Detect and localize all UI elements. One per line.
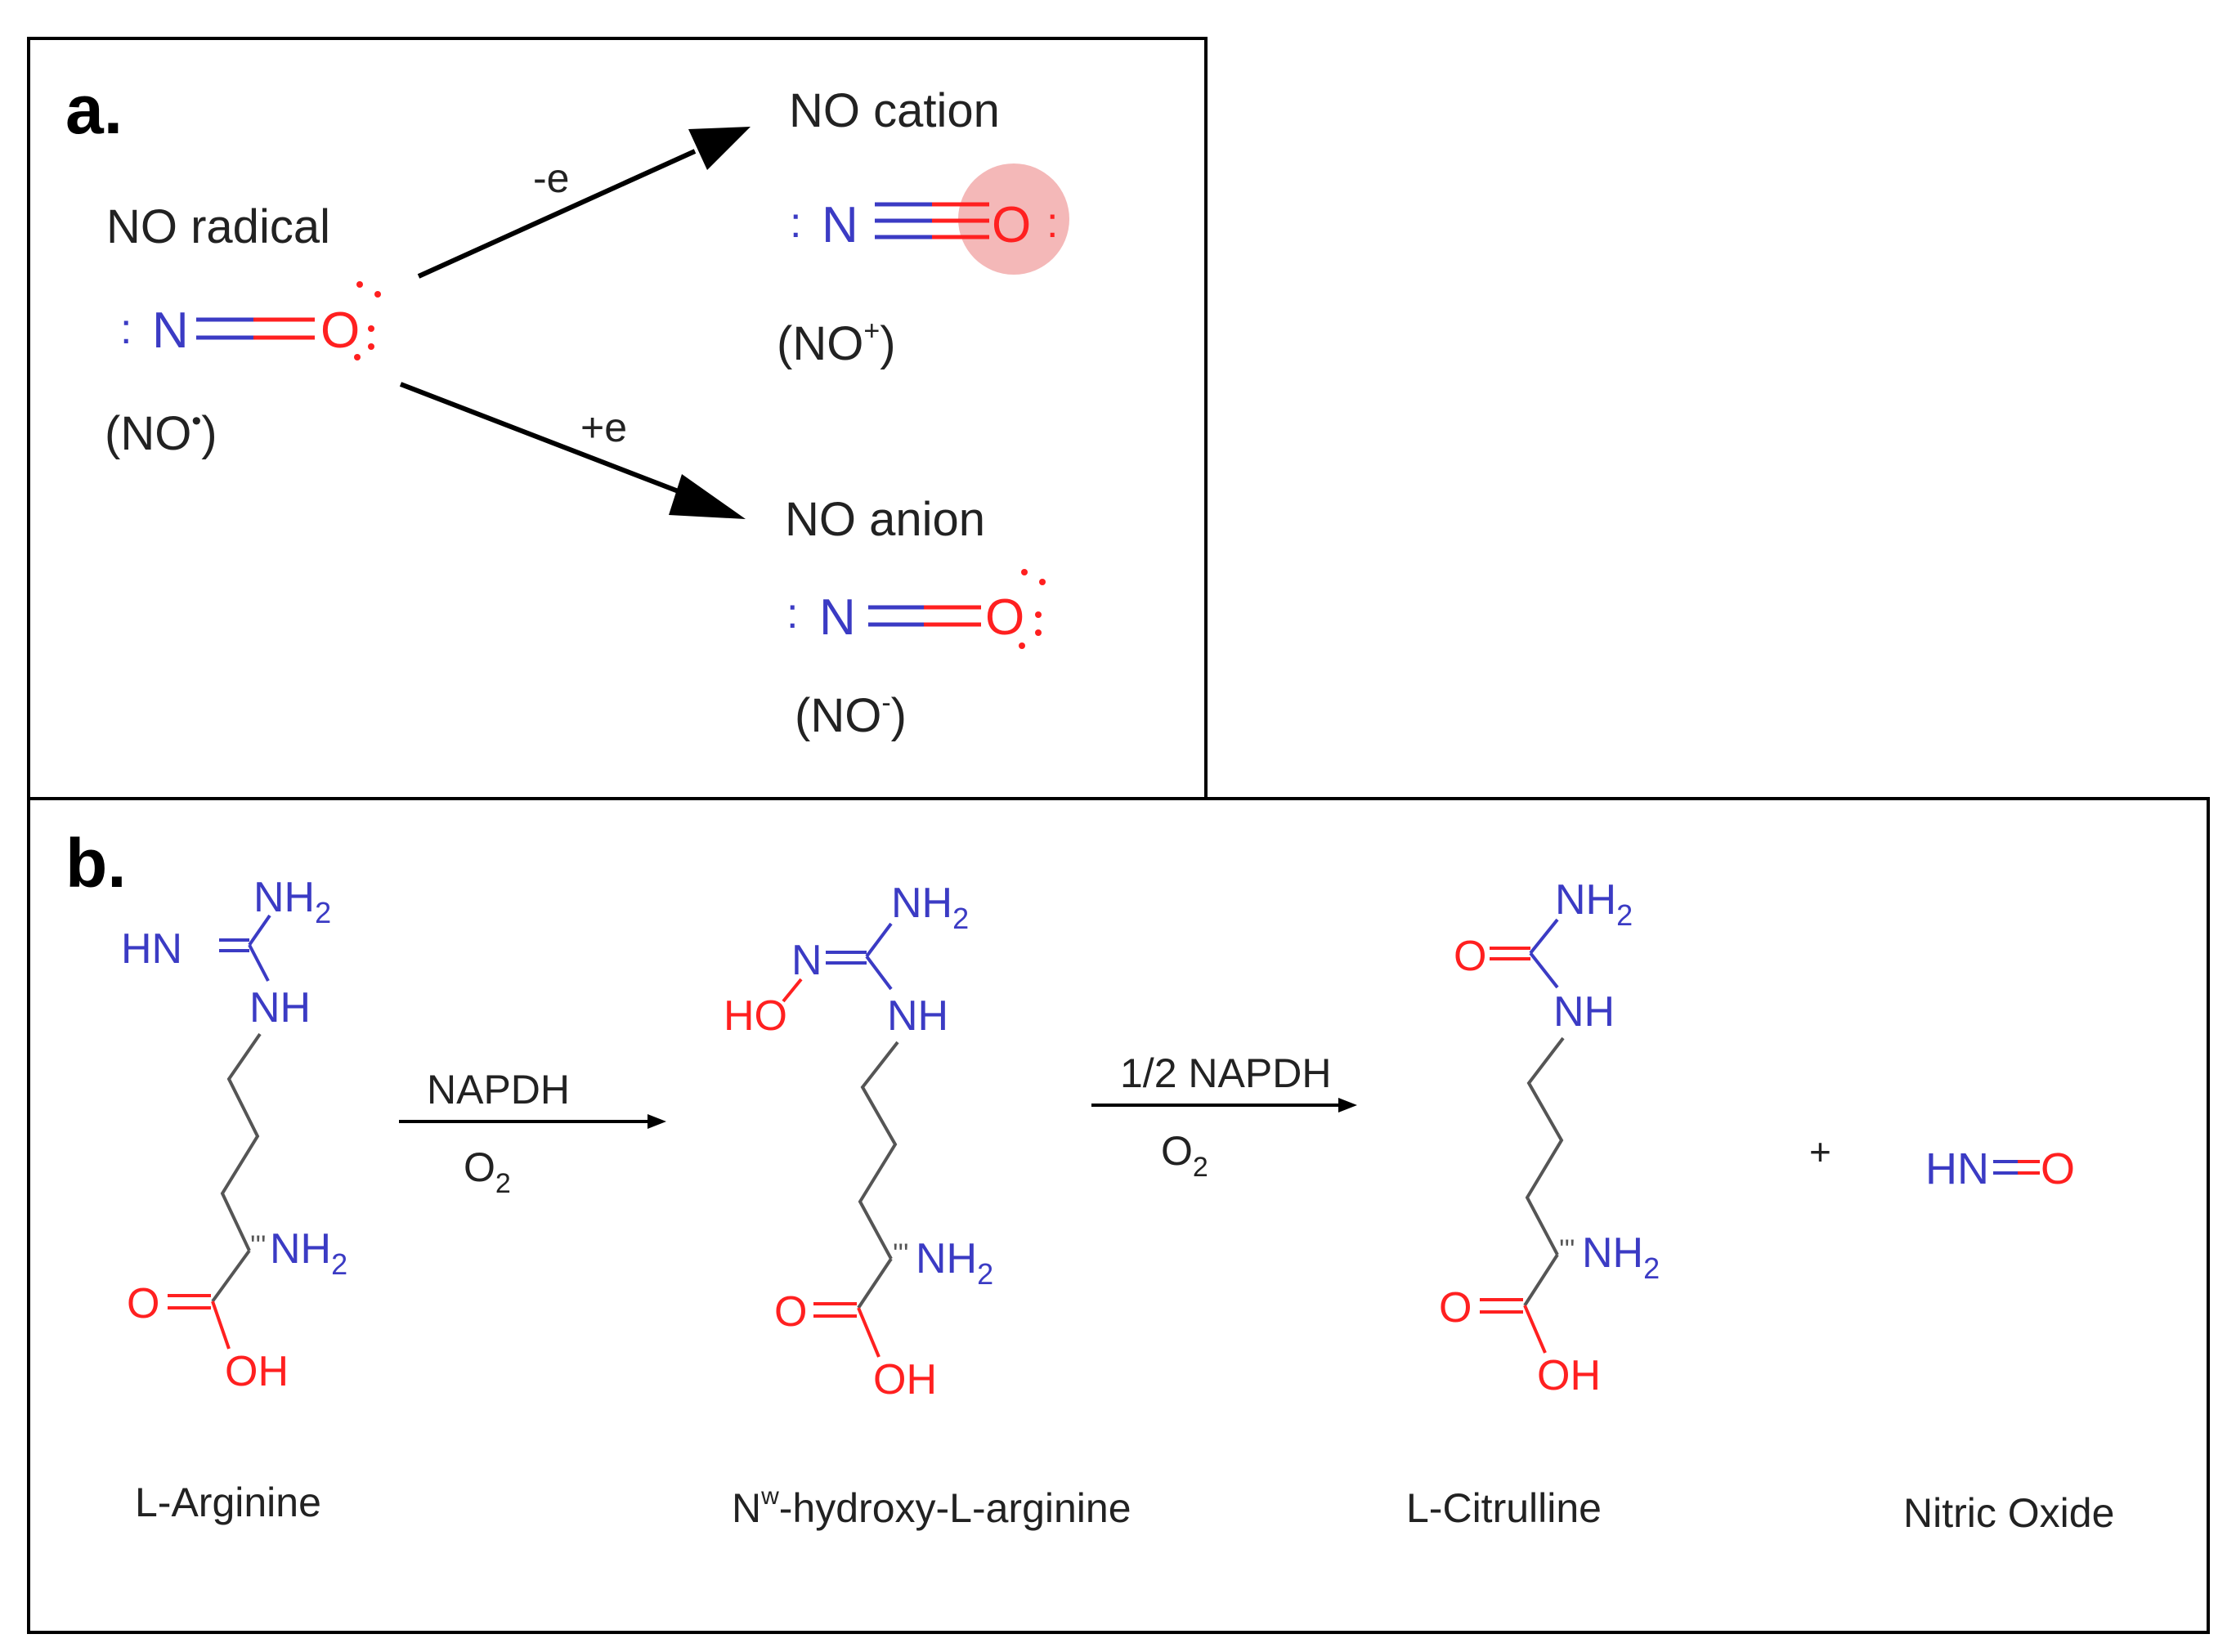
no-cation-lone-pair: : <box>790 199 801 247</box>
hydroxy-arginine-name: Nw-hydroxy-L-arginine <box>732 1483 1131 1531</box>
reaction-2-reagent-top: 1/2 NAPDH <box>1120 1050 1331 1096</box>
arginine-bond-carboxyl <box>211 1249 251 1303</box>
hydroxy-bond-nh <box>865 955 893 991</box>
no-cation-o: O <box>992 197 1031 253</box>
arginine-hn: HN <box>121 925 182 973</box>
nitric-oxide-structure: HN O <box>1925 1144 2075 1193</box>
no-radical-lone-pair: : <box>120 306 132 353</box>
arginine-nh: NH <box>249 984 311 1032</box>
panel-b-frame <box>27 797 2210 1634</box>
citrulline-chain <box>1525 1036 1565 1256</box>
no-radical-formula: (NO•) <box>105 405 217 460</box>
citrulline-nh2-top: NH2 <box>1555 876 1633 932</box>
no-radical-o: O <box>320 302 360 359</box>
l-citrulline-structure: NH2 O NH NH2 ''' O OH <box>1439 876 1660 1399</box>
hydroxy-bond-oh <box>857 1307 881 1358</box>
reaction-arrow-1: NAPDH O2 <box>399 1067 666 1199</box>
citrulline-o-top: O <box>1454 933 1486 980</box>
arrow-oxidation-head <box>688 127 751 170</box>
arrow-oxidation-label: -e <box>533 155 569 201</box>
arrow-reduction: +e <box>399 382 746 519</box>
panel-a: a. NO radical : N O (NO•) -e <box>27 37 1208 800</box>
hydroxy-nh2-top: NH2 <box>891 880 969 935</box>
reaction-1-reagent-bottom: O2 <box>464 1144 511 1199</box>
arginine-bond-nh2 <box>248 914 271 947</box>
plus-sign: + <box>1809 1130 1831 1173</box>
arrow-reduction-head <box>669 474 746 519</box>
panel-b: b. NH2 HN NH NH2 ''' O OH L-Arginine NAP… <box>27 797 2210 1634</box>
panel-a-label: a. <box>65 71 123 148</box>
arginine-bond-nh <box>248 944 270 982</box>
panel-b-label: b. <box>65 825 127 902</box>
no-radical-o-electrons <box>354 281 381 360</box>
l-citrulline-name: L-Citrulline <box>1406 1485 1602 1531</box>
hydroxy-n: N <box>791 937 822 984</box>
citrulline-bond-nh <box>1529 951 1559 989</box>
hydroxy-nh2-alpha: NH2 <box>916 1235 993 1291</box>
no-anion-formula: (NO-) <box>795 687 907 742</box>
no-anion-o: O <box>985 589 1024 646</box>
arrow-reduction-label: +e <box>580 405 627 450</box>
citrulline-nh: NH <box>1553 988 1615 1036</box>
l-arginine-structure: NH2 HN NH NH2 ''' O OH <box>121 874 347 1395</box>
citrulline-bond-nh2 <box>1529 918 1559 955</box>
no-cation-highlight <box>958 163 1069 275</box>
arginine-chain <box>220 1032 262 1251</box>
no-anion: NO anion : N O (NO-) <box>785 493 1046 742</box>
arginine-oh: OH <box>225 1348 289 1395</box>
no-radical-title: NO radical <box>106 200 330 253</box>
no-radical-n: N <box>152 302 189 359</box>
citrulline-bond-oh <box>1523 1305 1547 1354</box>
no-cation-lone-pair-right: : <box>1046 199 1058 247</box>
citrulline-o: O <box>1439 1284 1472 1332</box>
citrulline-hash-bond: ''' <box>1559 1234 1575 1265</box>
no-anion-o-electrons <box>1019 569 1046 649</box>
arrow-oxidation: -e <box>417 127 751 279</box>
hydroxy-hash-bond: ''' <box>893 1238 908 1269</box>
no-radical: NO radical : N O (NO•) <box>105 200 381 460</box>
nitric-oxide-name: Nitric Oxide <box>1903 1490 2114 1536</box>
no-cation-title: NO cation <box>789 84 1000 137</box>
reaction-1-reagent-top: NAPDH <box>427 1067 570 1113</box>
arginine-hash-bond: ''' <box>250 1230 266 1261</box>
hydroxy-ho: HO <box>724 992 787 1040</box>
hydroxy-chain <box>858 1041 899 1260</box>
hydroxy-arginine-structure: NH2 N HO NH NH2 ''' O OH <box>724 880 993 1404</box>
arginine-bond-oh <box>211 1301 231 1350</box>
reaction-arrow-2-head <box>1338 1098 1357 1113</box>
arginine-nh2-top: NH2 <box>253 874 331 929</box>
citrulline-bond-carboxyl <box>1523 1253 1559 1307</box>
nitric-oxide-hn: HN <box>1925 1144 1989 1193</box>
citrulline-oh: OH <box>1537 1352 1601 1399</box>
arginine-nh2-alpha: NH2 <box>270 1225 347 1281</box>
hydroxy-oh: OH <box>873 1356 937 1404</box>
l-arginine-name: L-Arginine <box>135 1480 321 1525</box>
arginine-o: O <box>127 1280 159 1327</box>
hydroxy-nh: NH <box>887 992 948 1040</box>
reaction-2-reagent-bottom: O2 <box>1161 1128 1208 1183</box>
hydroxy-bond-nh2 <box>865 922 893 958</box>
no-anion-title: NO anion <box>785 493 985 546</box>
citrulline-nh2-alpha: NH2 <box>1582 1229 1660 1285</box>
hydroxy-bond-n-oh <box>782 978 803 1003</box>
no-cation-formula: (NO+) <box>777 316 896 370</box>
no-cation-n: N <box>822 197 858 253</box>
hydroxy-bond-carboxyl <box>857 1257 893 1310</box>
hydroxy-o: O <box>774 1288 807 1336</box>
reaction-arrow-2: 1/2 NAPDH O2 <box>1091 1050 1357 1183</box>
nitric-oxide-o: O <box>2041 1144 2075 1193</box>
no-anion-lone-pair: : <box>786 590 798 638</box>
reaction-arrow-1-head <box>647 1114 666 1129</box>
no-anion-n: N <box>819 589 856 646</box>
no-cation: NO cation : N O : (NO+) <box>777 84 1069 370</box>
